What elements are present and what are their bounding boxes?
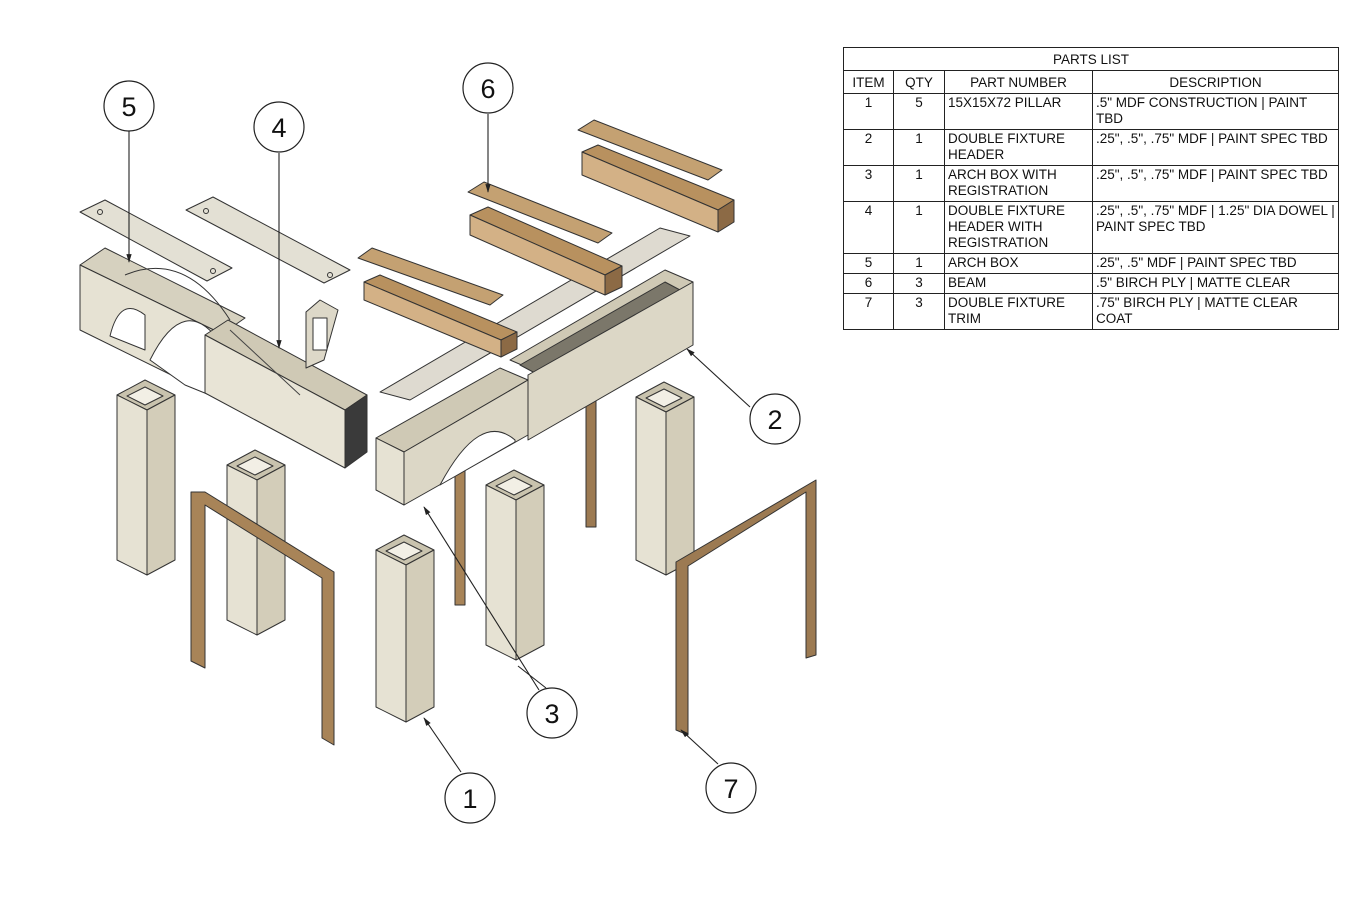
- leader-7: [680, 729, 719, 765]
- leader-1: [423, 717, 462, 773]
- table-row: 1 5 15X15X72 PILLAR .5" MDF CONSTRUCTION…: [843, 93, 1340, 130]
- part-number-cell: DOUBLE FIXTURE HEADER WITH REGISTRATION: [944, 201, 1093, 254]
- part-number-cell: ARCH BOX WITH REGISTRATION: [944, 165, 1093, 202]
- balloon-1-label: 1: [462, 784, 477, 814]
- part-7-trim-left: [190, 491, 335, 746]
- part-number-cell: ARCH BOX: [944, 253, 1093, 274]
- balloon-4-label: 4: [271, 113, 286, 143]
- qty-cell: 1: [893, 201, 945, 254]
- leader-3a: [423, 506, 540, 691]
- parts-list-title: PARTS LIST: [842, 47, 1340, 71]
- part-3-arch-box: [375, 367, 529, 506]
- description-cell: .25", .5" MDF | PAINT SPEC TBD: [1091, 253, 1340, 274]
- registration-plate: [305, 299, 339, 369]
- balloon-2: 2: [749, 393, 801, 445]
- balloon-7-label: 7: [723, 774, 738, 804]
- part-4-cover-plate: [185, 196, 351, 284]
- qty-cell: 5: [893, 93, 945, 130]
- column-header-item: ITEM: [843, 70, 894, 94]
- part-1-pillar-d: [485, 469, 545, 661]
- column-header-part-number: PART NUMBER: [944, 70, 1093, 94]
- balloon-1: 1: [444, 772, 496, 824]
- parts-list-table: PARTS LIST ITEM QTY PART NUMBER DESCRIPT…: [842, 47, 1340, 330]
- description-cell: .75" BIRCH PLY | MATTE CLEAR COAT: [1091, 293, 1340, 330]
- description-cell: .5" MDF CONSTRUCTION | PAINT TBD: [1091, 93, 1340, 130]
- description-cell: .5" BIRCH PLY | MATTE CLEAR: [1091, 273, 1340, 294]
- leader-2: [686, 348, 751, 408]
- item-cell: 4: [843, 201, 894, 254]
- balloon-6: 6: [462, 62, 514, 114]
- qty-cell: 1: [893, 165, 945, 202]
- part-number-cell: BEAM: [944, 273, 1093, 294]
- balloon-5-label: 5: [121, 92, 136, 122]
- balloon-3: 3: [526, 687, 578, 739]
- column-header-description: DESCRIPTION: [1091, 70, 1340, 94]
- qty-cell: 3: [893, 273, 945, 294]
- part-number-cell: 15X15X72 PILLAR: [944, 93, 1093, 130]
- qty-cell: 1: [893, 129, 945, 166]
- parts-list-title-row: PARTS LIST: [842, 47, 1340, 71]
- description-cell: .25", .5", .75" MDF | PAINT SPEC TBD: [1091, 129, 1340, 166]
- part-6-beam-back: [577, 119, 735, 233]
- balloon-3-label: 3: [544, 699, 559, 729]
- table-row: 4 1 DOUBLE FIXTURE HEADER WITH REGISTRAT…: [843, 201, 1340, 254]
- part-1-pillar-a: [116, 379, 176, 576]
- part-5-arch-box: [79, 247, 246, 401]
- table-row: 3 1 ARCH BOX WITH REGISTRATION .25", .5"…: [843, 165, 1340, 202]
- balloon-6-label: 6: [480, 74, 495, 104]
- part-number-cell: DOUBLE FIXTURE TRIM: [944, 293, 1093, 330]
- qty-cell: 1: [893, 253, 945, 274]
- item-cell: 1: [843, 93, 894, 130]
- balloon-5: 5: [103, 80, 155, 132]
- part-number-cell: DOUBLE FIXTURE HEADER: [944, 129, 1093, 166]
- part-1-pillar-b: [226, 449, 286, 636]
- column-header-qty: QTY: [893, 70, 945, 94]
- item-cell: 5: [843, 253, 894, 274]
- item-cell: 6: [843, 273, 894, 294]
- item-cell: 3: [843, 165, 894, 202]
- table-row: 7 3 DOUBLE FIXTURE TRIM .75" BIRCH PLY |…: [843, 293, 1340, 330]
- balloon-2-label: 2: [767, 405, 782, 435]
- leader-3b: [517, 665, 547, 689]
- part-5-cover-plate-left: [79, 199, 233, 282]
- qty-cell: 3: [893, 293, 945, 330]
- table-row: 6 3 BEAM .5" BIRCH PLY | MATTE CLEAR: [843, 273, 1340, 294]
- part-4-header-box: [204, 319, 368, 469]
- part-7-trim-right: [675, 479, 817, 736]
- description-cell: .25", .5", .75" MDF | PAINT SPEC TBD: [1091, 165, 1340, 202]
- item-cell: 7: [843, 293, 894, 330]
- parts-list-header-row: ITEM QTY PART NUMBER DESCRIPTION: [843, 70, 1340, 94]
- balloon-4: 4: [253, 101, 305, 153]
- table-row: 2 1 DOUBLE FIXTURE HEADER .25", .5", .75…: [843, 129, 1340, 166]
- part-6-beam-middle: [467, 181, 623, 296]
- part-1-pillar-e: [635, 381, 695, 576]
- balloon-7: 7: [705, 762, 757, 814]
- table-row: 5 1 ARCH BOX .25", .5" MDF | PAINT SPEC …: [843, 253, 1340, 274]
- part-1-pillar-c: [375, 534, 435, 723]
- description-cell: .25", .5", .75" MDF | 1.25" DIA DOWEL | …: [1091, 201, 1340, 254]
- part-6-beam-front: [357, 247, 518, 358]
- item-cell: 2: [843, 129, 894, 166]
- part-2-header-box: [509, 269, 694, 441]
